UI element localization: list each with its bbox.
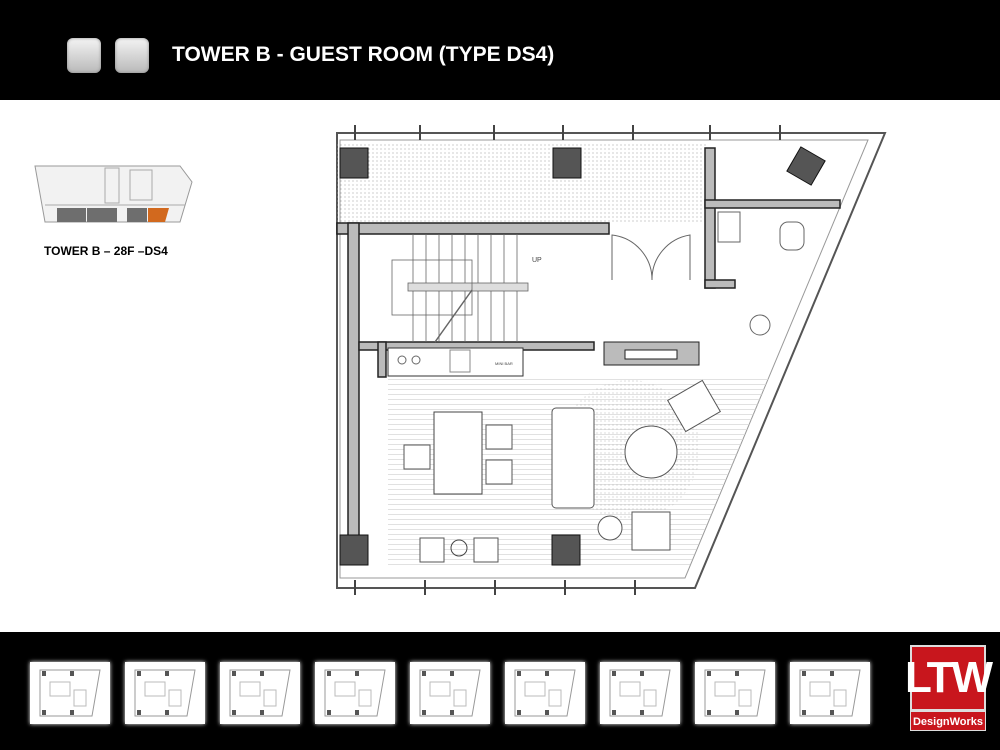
stair-up-label: UP xyxy=(532,257,542,264)
unit-ds4-highlight xyxy=(148,208,169,222)
terrace xyxy=(337,143,707,223)
header-bar: TOWER B - GUEST ROOM (TYPE DS4) xyxy=(0,0,1000,100)
minibar-label: MINI BAR xyxy=(495,361,513,366)
nav-button-back[interactable] xyxy=(67,38,101,73)
column xyxy=(339,534,369,566)
key-plan-label: TOWER B – 28F –DS4 xyxy=(44,244,168,258)
unit-block xyxy=(87,208,117,222)
logo-subtitle: DesignWorks xyxy=(910,711,986,731)
slide-thumbnail-7[interactable] xyxy=(600,662,680,724)
footer-bar: LTW DesignWorks xyxy=(0,632,1000,750)
key-plan xyxy=(34,165,193,223)
slide-thumbnail-2[interactable] xyxy=(125,662,205,724)
floor-plan: UP MINI BAR xyxy=(336,125,887,595)
page-title: TOWER B - GUEST ROOM (TYPE DS4) xyxy=(172,43,555,66)
slide-thumbnail-5[interactable] xyxy=(410,662,490,724)
slide-thumbnail-9[interactable] xyxy=(790,662,870,724)
column xyxy=(552,147,582,179)
unit-block xyxy=(57,208,86,222)
slide-thumbnail-1[interactable] xyxy=(30,662,110,724)
ltw-logo: LTW xyxy=(905,645,993,711)
slide-thumbnail-8[interactable] xyxy=(695,662,775,724)
unit-block xyxy=(127,208,147,222)
slide-thumbnail-6[interactable] xyxy=(505,662,585,724)
slide-thumbnail-3[interactable] xyxy=(220,662,300,724)
column xyxy=(551,534,581,566)
column xyxy=(339,147,369,179)
slide-thumbnail-4[interactable] xyxy=(315,662,395,724)
nav-button-forward[interactable] xyxy=(115,38,149,73)
